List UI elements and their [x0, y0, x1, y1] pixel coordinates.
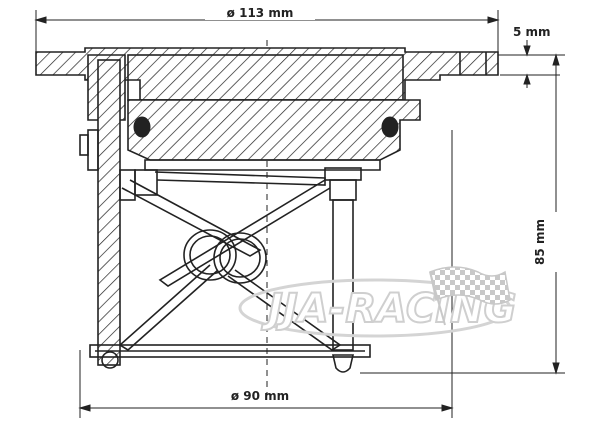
coil-spring: [183, 229, 267, 284]
checkered-flag-icon: [429, 266, 511, 326]
bottom-bar: [89, 344, 371, 358]
bottom-diameter-dimension: ø 90 mm: [78, 130, 454, 418]
left-seal: [133, 116, 151, 138]
guide-pin: [324, 167, 362, 373]
watermark: JJA-RACING: [238, 266, 517, 338]
height-label: 85 mm: [533, 219, 547, 265]
flange: [35, 47, 499, 101]
hinge-post: [79, 59, 158, 369]
flange-thickness-dimension: 5 mm: [500, 25, 560, 88]
top-diameter-label: ø 113 mm: [227, 6, 294, 20]
scissor-arms: [118, 171, 342, 351]
bottom-diameter-label: ø 90 mm: [231, 389, 289, 403]
flange-thickness-label: 5 mm: [513, 25, 551, 39]
watermark-text: JJA-RACING: [261, 286, 516, 332]
top-diameter-dimension: ø 113 mm: [34, 4, 500, 52]
height-dimension: 85 mm: [360, 53, 565, 375]
right-seal: [381, 116, 399, 138]
